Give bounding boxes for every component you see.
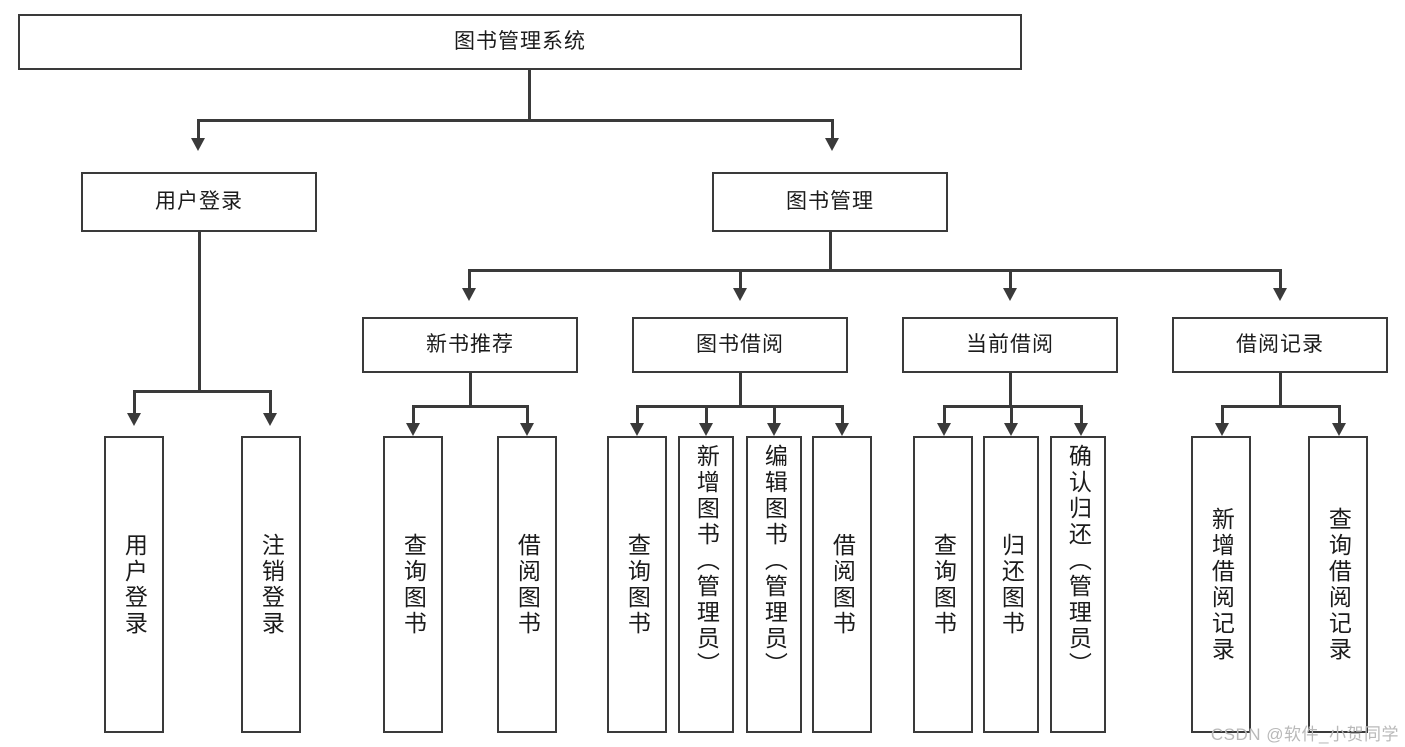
connector-bm-to-borrow-record <box>1279 269 1282 290</box>
arrow-to-leaf-query-book-1 <box>406 423 420 436</box>
connector-bb-drop-4 <box>841 405 844 425</box>
connector-bm-to-current-borrow <box>1009 269 1012 290</box>
connector-user-login-drop-1 <box>133 390 136 415</box>
leaf-query-borrow-record-label: 查询借阅记录 <box>1325 506 1352 663</box>
connector-cb-drop-2 <box>1010 405 1013 425</box>
node-current-borrow[interactable]: 当前借阅 <box>902 317 1118 373</box>
leaf-edit-book-admin-label: 编辑图书（管理员） <box>761 444 788 678</box>
leaf-query-book-1[interactable]: 查询图书 <box>383 436 443 733</box>
leaf-add-borrow-record-label: 新增借阅记录 <box>1208 506 1235 663</box>
leaf-borrow-book-1-label: 借阅图书 <box>514 532 541 637</box>
leaf-query-book-3-label: 查询图书 <box>930 532 957 637</box>
connector-bb-drop-2 <box>705 405 708 425</box>
arrow-root-to-user-login <box>191 138 205 151</box>
arrow-to-current-borrow <box>1003 288 1017 301</box>
node-new-book-recommend[interactable]: 新书推荐 <box>362 317 578 373</box>
leaf-return-book[interactable]: 归还图书 <box>983 436 1039 733</box>
node-current-borrow-label: 当前借阅 <box>966 333 1054 357</box>
arrow-to-leaf-add-borrow-record <box>1215 423 1229 436</box>
connector-user-login-drop-2 <box>269 390 272 415</box>
leaf-add-book-admin-label: 新增图书（管理员） <box>693 444 720 678</box>
leaf-user-login-label: 用户登录 <box>121 532 148 637</box>
node-user-login[interactable]: 用户登录 <box>81 172 317 232</box>
leaf-edit-book-admin[interactable]: 编辑图书（管理员） <box>746 436 802 733</box>
leaf-logout-login-label: 注销登录 <box>258 532 285 637</box>
leaf-query-book-2[interactable]: 查询图书 <box>607 436 667 733</box>
connector-bm-to-new-book <box>468 269 471 290</box>
leaf-return-book-label: 归还图书 <box>998 532 1025 637</box>
arrow-to-leaf-add-book-admin <box>699 423 713 436</box>
connector-user-login-stem <box>198 232 201 392</box>
connector-root-to-user-login <box>197 119 200 140</box>
connector-book-borrow-stem <box>739 373 742 407</box>
connector-root-stem <box>528 70 531 121</box>
connector-borrow-record-bus <box>1221 405 1338 408</box>
connector-br-drop-2 <box>1338 405 1341 425</box>
arrow-to-leaf-query-book-3 <box>937 423 951 436</box>
leaf-borrow-book-2-label: 借阅图书 <box>829 532 856 637</box>
node-user-login-label: 用户登录 <box>155 190 243 214</box>
connector-book-manage-bus <box>468 269 1280 272</box>
connector-bb-drop-3 <box>773 405 776 425</box>
connector-current-borrow-stem <box>1009 373 1012 407</box>
leaf-confirm-return-admin-label: 确认归还（管理员） <box>1065 444 1092 678</box>
connector-bm-to-book-borrow <box>739 269 742 290</box>
arrow-to-leaf-borrow-book-1 <box>520 423 534 436</box>
arrow-to-leaf-query-book-2 <box>630 423 644 436</box>
leaf-query-borrow-record[interactable]: 查询借阅记录 <box>1308 436 1368 733</box>
connector-book-manage-stem <box>829 232 832 271</box>
connector-br-drop-1 <box>1221 405 1224 425</box>
node-borrow-record-label: 借阅记录 <box>1236 333 1324 357</box>
leaf-confirm-return-admin[interactable]: 确认归还（管理员） <box>1050 436 1106 733</box>
node-new-book-recommend-label: 新书推荐 <box>426 333 514 357</box>
leaf-borrow-book-2[interactable]: 借阅图书 <box>812 436 872 733</box>
node-borrow-record[interactable]: 借阅记录 <box>1172 317 1388 373</box>
connector-bb-drop-1 <box>636 405 639 425</box>
leaf-logout-login[interactable]: 注销登录 <box>241 436 301 733</box>
connector-user-login-bus <box>133 390 269 393</box>
arrow-to-leaf-user-login <box>127 413 141 426</box>
connector-cb-drop-3 <box>1080 405 1083 425</box>
leaf-add-borrow-record[interactable]: 新增借阅记录 <box>1191 436 1251 733</box>
node-root[interactable]: 图书管理系统 <box>18 14 1022 70</box>
leaf-query-book-1-label: 查询图书 <box>400 532 427 637</box>
connector-root-to-book-manage <box>831 119 834 140</box>
connector-borrow-record-stem <box>1279 373 1282 407</box>
arrow-to-new-book-recommend <box>462 288 476 301</box>
arrow-to-leaf-logout-login <box>263 413 277 426</box>
connector-book-borrow-bus <box>636 405 841 408</box>
arrow-to-borrow-record <box>1273 288 1287 301</box>
arrow-to-leaf-edit-book-admin <box>767 423 781 436</box>
leaf-user-login[interactable]: 用户登录 <box>104 436 164 733</box>
node-root-label: 图书管理系统 <box>454 30 586 54</box>
leaf-borrow-book-1[interactable]: 借阅图书 <box>497 436 557 733</box>
connector-new-book-drop-2 <box>526 405 529 425</box>
node-book-manage[interactable]: 图书管理 <box>712 172 948 232</box>
leaf-query-book-2-label: 查询图书 <box>624 532 651 637</box>
arrow-to-leaf-borrow-book-2 <box>835 423 849 436</box>
connector-root-bus <box>197 119 833 122</box>
node-book-borrow[interactable]: 图书借阅 <box>632 317 848 373</box>
leaf-add-book-admin[interactable]: 新增图书（管理员） <box>678 436 734 733</box>
arrow-root-to-book-manage <box>825 138 839 151</box>
leaf-query-book-3[interactable]: 查询图书 <box>913 436 973 733</box>
node-book-manage-label: 图书管理 <box>786 190 874 214</box>
arrow-to-leaf-query-borrow-record <box>1332 423 1346 436</box>
connector-new-book-drop-1 <box>412 405 415 425</box>
arrow-to-book-borrow <box>733 288 747 301</box>
arrow-to-leaf-confirm-return-admin <box>1074 423 1088 436</box>
arrow-to-leaf-return-book <box>1004 423 1018 436</box>
connector-new-book-stem <box>469 373 472 407</box>
node-book-borrow-label: 图书借阅 <box>696 333 784 357</box>
connector-cb-drop-1 <box>943 405 946 425</box>
connector-new-book-bus <box>412 405 526 408</box>
